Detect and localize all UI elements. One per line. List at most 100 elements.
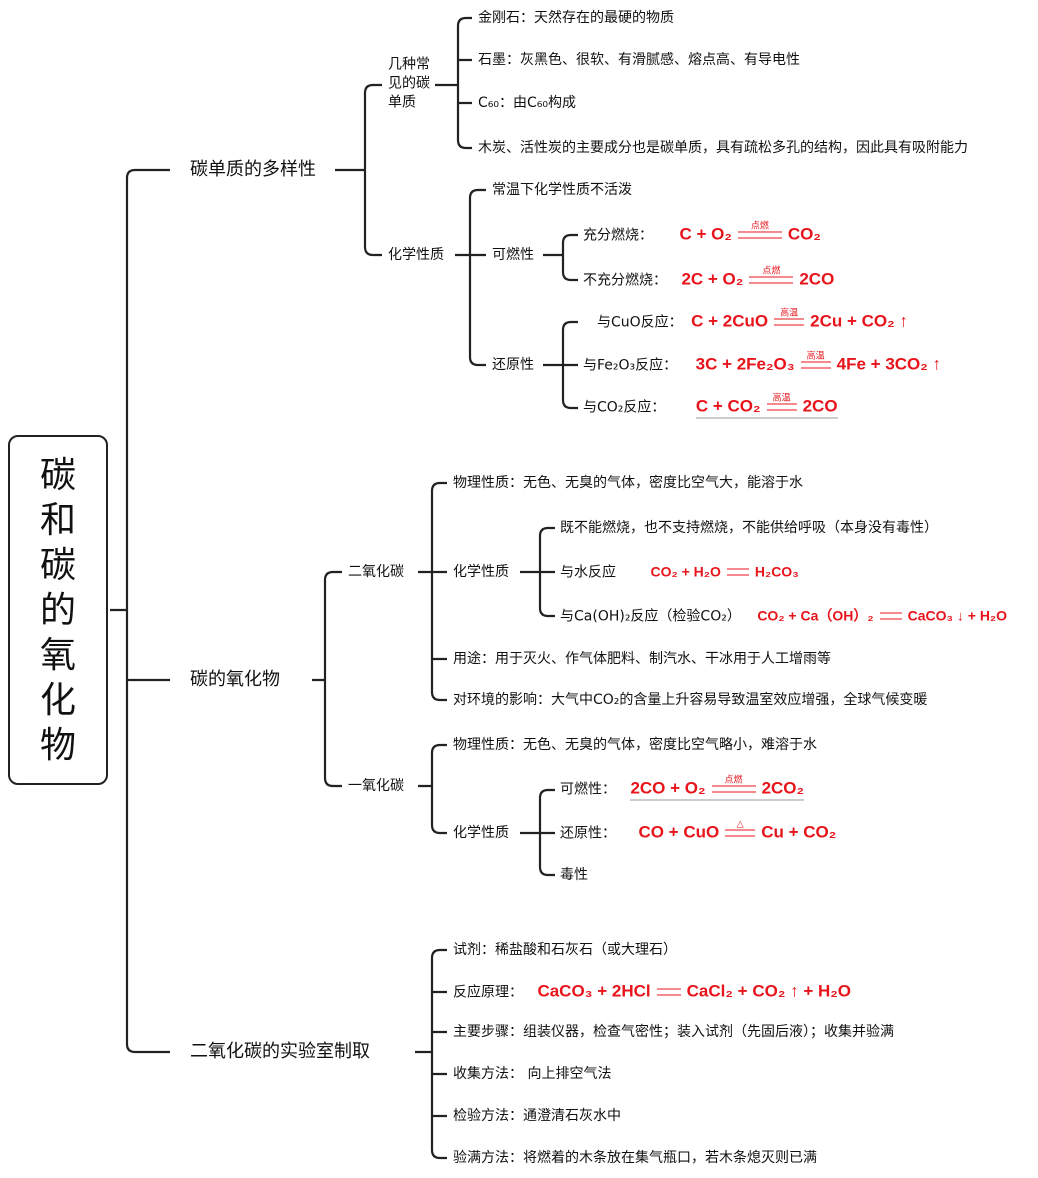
node-common-carbon: 几种常 见的碳 单质 [388, 56, 430, 113]
eq-condition: 高温 [780, 307, 799, 317]
eq-rhs: CaCO₃ ↓ + H₂O [907, 607, 1008, 624]
eq-rhs: 2CO₂ [761, 778, 805, 798]
eq-lhs: C + O₂ [679, 224, 732, 244]
node-co2: 二氧化碳 [348, 564, 404, 580]
leaf-co2-uses: 用途：用于灭火、作气体肥料、制汽水、干冰用于人工增雨等 [453, 651, 831, 667]
eq-condition: △ [736, 818, 744, 828]
eq-lhs: CO₂ + H₂O [650, 563, 721, 580]
label: 不充分燃烧： [583, 272, 667, 289]
leaf-reagent: 试剂：稀盐酸和石灰石（或大理石） [453, 942, 677, 958]
eq-condition: 点燃 [762, 265, 781, 275]
eq-condition: 点燃 [750, 220, 769, 230]
reaction-arrow: 点燃 [749, 265, 794, 283]
root-title-char: 碳 [39, 454, 76, 496]
node-line: 几种常 [388, 56, 430, 73]
eq-rhs: CO₂ [787, 224, 821, 244]
reaction-arrow: 点燃 [711, 774, 756, 792]
node-line: 见的碳 [388, 75, 430, 92]
branch-lab-preparation: 二氧化碳的实验室制取 [190, 1041, 370, 1062]
equation: CO₂ + H₂O H₂CO₃ [650, 563, 798, 581]
eq-lhs: CaCO₃ + 2HCl [537, 981, 651, 1001]
root-title-char: 物 [39, 724, 76, 766]
eq-rhs: 4Fe + 3CO₂ ↑ [836, 354, 942, 374]
leaf-co2-physical: 物理性质：无色、无臭的气体，密度比空气大，能溶于水 [453, 475, 803, 491]
bracket-connector [418, 481, 447, 702]
reaction-arrow: △ [725, 818, 756, 836]
node-line: 单质 [388, 94, 416, 111]
reaction-arrow [656, 988, 681, 995]
reaction-arrow: 高温 [800, 350, 831, 368]
reaction-arrow: 高温 [774, 307, 805, 325]
leaf-diamond: 金刚石：天然存在的最硬的物质 [478, 10, 674, 26]
leaf-co-reduce: 还原性： CO + CuO △ Cu + CO₂ [560, 818, 837, 843]
eq-lhs: 2C + O₂ [681, 269, 744, 289]
leaf-co2-water: 与水反应 CO₂ + H₂O H₂CO₃ [560, 563, 799, 582]
label: 反应原理： [453, 984, 523, 1001]
eq-condition: 高温 [772, 392, 791, 402]
leaf-co2-noncombust: 既不能燃烧，也不支持燃烧，不能供给呼吸（本身没有毒性） [560, 520, 938, 536]
label: 可燃性： [560, 781, 616, 798]
equation: 2C + O₂ 点燃 2CO [681, 265, 835, 289]
equation: C + O₂ 点燃 CO₂ [679, 220, 821, 244]
bracket-connector [543, 320, 578, 410]
bracket-connector [110, 168, 170, 1054]
branch-carbon-oxides: 碳的氧化物 [190, 669, 280, 690]
root-title-char: 的 [39, 589, 76, 631]
root-title-char: 氧 [39, 634, 76, 676]
eq-lhs: 2CO + O₂ [630, 778, 706, 798]
leaf-steps: 主要步骤：组装仪器，检查气密性；装入试剂（先固后液）；收集并验满 [453, 1024, 894, 1040]
leaf-co-toxic: 毒性 [560, 867, 588, 883]
eq-rhs: 2Cu + CO₂ ↑ [810, 311, 908, 331]
bracket-connector [312, 570, 342, 788]
leaf-principle: 反应原理： CaCO₃ + 2HCl CaCl₂ + CO₂ ↑ + H₂O [453, 981, 852, 1002]
node-co: 一氧化碳 [348, 778, 404, 794]
bracket-connector [435, 16, 472, 150]
equation: 2CO + O₂ 点燃 2CO₂ [630, 774, 805, 801]
equation: CO₂ + Ca（OH）₂ CaCO₃ ↓ + H₂O [757, 607, 1007, 625]
root-title-char: 化 [39, 679, 76, 721]
root-node: 碳 和 碳 的 氧 化 物 [8, 435, 108, 785]
label: 还原性： [560, 825, 616, 842]
eq-rhs: 2CO [799, 269, 835, 289]
reaction-arrow: 点燃 [737, 220, 782, 238]
bracket-connector [415, 948, 447, 1160]
reaction-arrow [879, 612, 902, 619]
eq-lhs: CO + CuO [638, 822, 720, 842]
node-combustibility: 可燃性 [492, 247, 534, 263]
eq-rhs: CaCl₂ + CO₂ ↑ + H₂O [686, 981, 852, 1001]
leaf-collect: 收集方法： 向上排空气法 [453, 1066, 612, 1082]
eq-lhs: CO₂ + Ca（OH）₂ [757, 607, 874, 624]
root-title-char: 碳 [39, 544, 76, 586]
node-co-chem: 化学性质 [453, 825, 509, 841]
leaf-cuo-reaction: 与CuO反应： C + 2CuO 高温 2Cu + CO₂ ↑ [597, 307, 908, 332]
leaf-co-combust: 可燃性： 2CO + O₂ 点燃 2CO₂ [560, 774, 805, 801]
label: 与CO₂反应： [583, 399, 666, 416]
eq-rhs: H₂CO₃ [754, 563, 799, 580]
bracket-connector [520, 526, 555, 618]
label: 充分燃烧： [583, 227, 653, 244]
equation: 3C + 2Fe₂O₃ 高温 4Fe + 3CO₂ ↑ [695, 350, 942, 374]
eq-lhs: 3C + 2Fe₂O₃ [695, 354, 795, 374]
label: 与水反应 [560, 564, 616, 581]
node-reducibility: 还原性 [492, 357, 534, 373]
eq-condition: 点燃 [724, 774, 743, 784]
reaction-arrow: 高温 [766, 392, 797, 410]
equation: CaCO₃ + 2HCl CaCl₂ + CO₂ ↑ + H₂O [537, 981, 852, 1001]
node-chem-props: 化学性质 [388, 247, 444, 263]
leaf-test: 检验方法：通澄清石灰水中 [453, 1108, 621, 1124]
label: 与CuO反应： [597, 314, 683, 331]
eq-rhs: Cu + CO₂ [761, 822, 837, 842]
bracket-connector [520, 788, 555, 877]
reaction-arrow [726, 568, 749, 575]
leaf-full-combustion: 充分燃烧： C + O₂ 点燃 CO₂ [583, 220, 821, 245]
eq-lhs: C + 2CuO [691, 311, 769, 331]
leaf-charcoal: 木炭、活性炭的主要成分也是碳单质，具有疏松多孔的结构，因此具有吸附能力 [478, 140, 968, 156]
equation: C + 2CuO 高温 2Cu + CO₂ ↑ [691, 307, 908, 331]
node-co2-chem: 化学性质 [453, 564, 509, 580]
leaf-graphite: 石墨：灰黑色、很软、有滑腻感、熔点高、有导电性 [478, 52, 800, 68]
